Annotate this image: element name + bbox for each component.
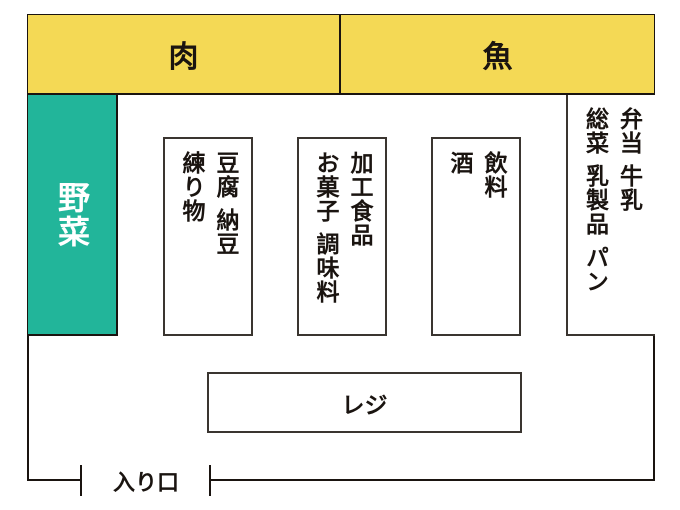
aisle-line: 練り物 <box>178 151 204 223</box>
entrance: 入り口 <box>90 466 202 496</box>
aisle-label: 加工食品 お菓子 調味料 <box>308 151 376 334</box>
aisle-line: 加工食品 <box>346 151 372 247</box>
section-deli-label: 弁当 牛乳 総菜 乳製品 パン <box>578 107 646 334</box>
section-deli-dairy-bread: 弁当 牛乳 総菜 乳製品 パン <box>566 95 655 336</box>
aisle-label: 飲料 酒 <box>442 151 510 334</box>
checkout-register: レジ <box>207 372 522 433</box>
section-vegetables: 野菜 <box>28 95 118 336</box>
aisle-processed-food: 加工食品 お菓子 調味料 <box>297 137 387 336</box>
aisle-line: お菓子 調味料 <box>312 151 338 305</box>
aisle-drinks: 飲料 酒 <box>431 137 521 336</box>
wall-bottom-right <box>210 479 655 481</box>
entrance-right-marker <box>209 465 211 496</box>
wall-bottom-left <box>27 479 82 481</box>
entrance-label: 入り口 <box>112 471 179 496</box>
aisle-tofu-natto: 豆腐 納豆 練り物 <box>163 137 253 336</box>
register-label: レジ <box>341 392 388 419</box>
aisle-label: 豆腐 納豆 練り物 <box>174 151 242 334</box>
section-meat: 肉 <box>28 15 341 95</box>
section-vegetables-label: 野菜 <box>53 180 91 249</box>
section-meat-label: 肉 <box>168 40 199 75</box>
section-line: 弁当 牛乳 <box>615 107 642 213</box>
section-fish-label: 魚 <box>482 40 513 75</box>
aisle-line: 飲料 <box>480 151 506 199</box>
section-line: 総菜 乳製品 パン <box>581 107 608 294</box>
entrance-left-marker <box>80 465 82 496</box>
aisle-line: 豆腐 納豆 <box>212 151 238 257</box>
aisle-line: 酒 <box>446 151 472 175</box>
section-fish: 魚 <box>341 15 654 95</box>
